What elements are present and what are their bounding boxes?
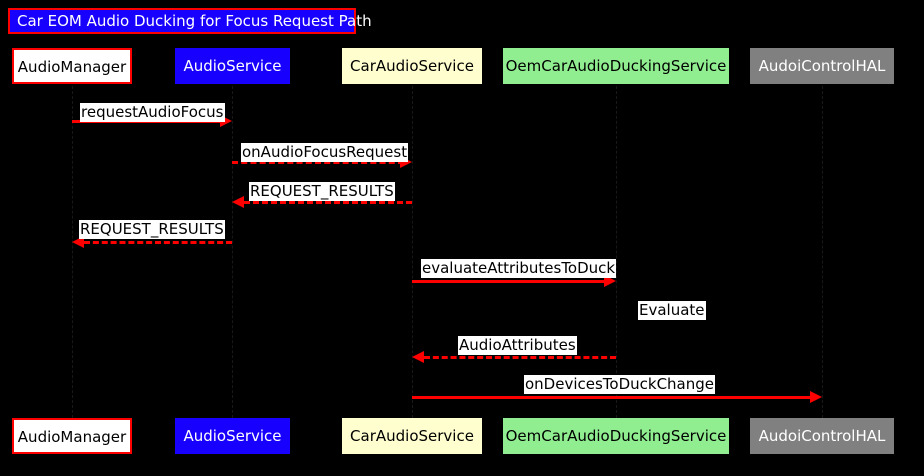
arrow-head-right-icon (604, 275, 616, 287)
message-label-on-devices-to-duck-change: onDevicesToDuckChange (524, 375, 716, 394)
message-label-evaluate-attributes-to-duck: evaluateAttributesToDuck (421, 259, 617, 278)
lifeline-audoicontrolhal (822, 86, 824, 418)
participant-bottom-audioservice[interactable]: AudioService (175, 418, 290, 454)
arrow-line (424, 356, 616, 359)
arrow-line (244, 201, 412, 204)
note-evaluate: Evaluate (638, 301, 706, 320)
participant-bottom-caraudioservice[interactable]: CarAudioService (342, 418, 482, 454)
arrow-line (232, 161, 404, 164)
arrow-head-left-icon (412, 351, 424, 363)
message-label-request-results-to-audiomanager: REQUEST_RESULTS (79, 220, 225, 239)
arrow-head-left-icon (232, 196, 244, 208)
participant-top-audiomanager[interactable]: AudioManager (12, 48, 132, 84)
arrow-head-right-icon (810, 391, 822, 403)
participant-bottom-oemcaraudioduckingservice[interactable]: OemCarAudioDuckingService (503, 418, 729, 454)
arrow-line (84, 241, 232, 244)
arrow-line (412, 280, 608, 283)
participant-bottom-audoicontrolhal[interactable]: AudoiControlHAL (750, 418, 894, 454)
lifeline-oemcaraudioduckingservice (616, 86, 618, 418)
participant-top-caraudioservice[interactable]: CarAudioService (342, 48, 482, 84)
lifeline-caraudioservice (412, 86, 414, 418)
arrow-head-left-icon (72, 236, 84, 248)
lifeline-audiomanager (72, 86, 74, 418)
diagram-title: Car EOM Audio Ducking for Focus Request … (8, 8, 372, 34)
participant-top-oemcaraudioduckingservice[interactable]: OemCarAudioDuckingService (503, 48, 729, 84)
arrow-line (412, 396, 814, 399)
message-label-request-results-to-audioservice: REQUEST_RESULTS (249, 182, 395, 201)
message-label-on-audio-focus-request: onAudioFocusRequest (241, 143, 409, 162)
participant-top-audoicontrolhal[interactable]: AudoiControlHAL (750, 48, 894, 84)
participant-bottom-audiomanager[interactable]: AudioManager (12, 418, 132, 454)
lifeline-audioservice (232, 86, 234, 418)
participant-top-audioservice[interactable]: AudioService (175, 48, 290, 84)
message-label-request-audio-focus: requestAudioFocus (80, 103, 225, 122)
message-label-audio-attributes: AudioAttributes (458, 336, 577, 355)
